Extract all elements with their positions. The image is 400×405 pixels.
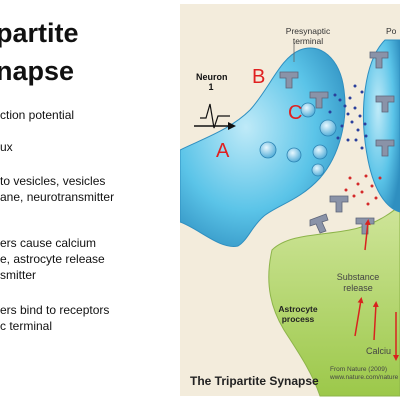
receptor bbox=[375, 139, 395, 157]
figure-source-line-2: www.nature.com/nature bbox=[330, 374, 399, 381]
receptor bbox=[309, 213, 329, 234]
astrocyte-process-label: Astrocyte process bbox=[272, 304, 324, 324]
vesicle bbox=[311, 163, 325, 177]
presynaptic-label: Presynaptic terminal bbox=[278, 26, 338, 46]
neuron-label: Neuron 1 bbox=[196, 72, 228, 92]
postsynaptic-terminal-shape bbox=[363, 39, 400, 213]
astrocyte-process-shape bbox=[268, 204, 400, 397]
figure-source: From Nature (2009) www.nature.com/nature bbox=[330, 366, 400, 382]
bullet-line: ux bbox=[0, 140, 13, 154]
calcium-arrow bbox=[372, 301, 379, 341]
neuron-number: 1 bbox=[208, 82, 214, 92]
receptors bbox=[279, 51, 395, 235]
neurotransmitter-dots-red bbox=[344, 174, 382, 206]
bullet-line: ction potential bbox=[0, 108, 75, 122]
substance-release-line-1: Substance bbox=[336, 272, 380, 282]
bullet-line: e, astrocyte release bbox=[0, 252, 105, 266]
tripartite-synapse-figure: Presynaptic terminal Po Neuron 1 B C A S… bbox=[179, 0, 400, 400]
vesicle bbox=[286, 147, 302, 163]
vesicle bbox=[319, 119, 337, 137]
bullet-line: to vesicles, vesicles bbox=[0, 174, 106, 188]
neuron-label-text: Neuron bbox=[196, 72, 228, 82]
release-arrow bbox=[354, 297, 364, 337]
slide-title-line-2: napse bbox=[0, 56, 75, 86]
bullet-line: ane, neurotransmitter bbox=[0, 190, 115, 204]
bullet-line: ers cause calcium bbox=[0, 236, 97, 250]
bullet-line: c terminal bbox=[0, 319, 53, 333]
action-potential-trace bbox=[200, 103, 230, 129]
presynaptic-label-line-2: terminal bbox=[292, 36, 324, 46]
receptor bbox=[329, 195, 349, 213]
astrocyte-label-line-2: process bbox=[281, 314, 315, 324]
figure-source-line-1: From Nature (2009) bbox=[330, 366, 388, 373]
bullet-line: smitter bbox=[0, 268, 36, 282]
release-arrow bbox=[364, 219, 371, 251]
slide-title-line-1: partite bbox=[0, 18, 79, 48]
postsynaptic-label: Po bbox=[386, 26, 397, 36]
receptor bbox=[309, 91, 329, 109]
calcium-label: Calciu bbox=[366, 346, 392, 356]
substance-release-line-2: release bbox=[343, 283, 373, 293]
receptor bbox=[375, 95, 395, 113]
figure-caption: The Tripartite Synapse bbox=[190, 374, 319, 388]
label-a: A bbox=[216, 140, 230, 162]
bullet-line: ers bind to receptors bbox=[0, 303, 110, 317]
substance-release-label: Substance release bbox=[330, 272, 386, 294]
astrocyte-label-line-1: Astrocyte bbox=[278, 304, 318, 314]
receptor bbox=[279, 71, 299, 89]
vesicle bbox=[259, 141, 277, 159]
label-b: B bbox=[252, 66, 266, 88]
receptor bbox=[369, 51, 389, 69]
presynaptic-label-line-1: Presynaptic bbox=[285, 26, 331, 36]
label-c: C bbox=[288, 102, 303, 124]
vesicle bbox=[312, 144, 328, 160]
synapse-diagram bbox=[179, 4, 400, 397]
vesicle bbox=[300, 102, 316, 118]
neurotransmitter-dots-blue bbox=[328, 84, 368, 150]
